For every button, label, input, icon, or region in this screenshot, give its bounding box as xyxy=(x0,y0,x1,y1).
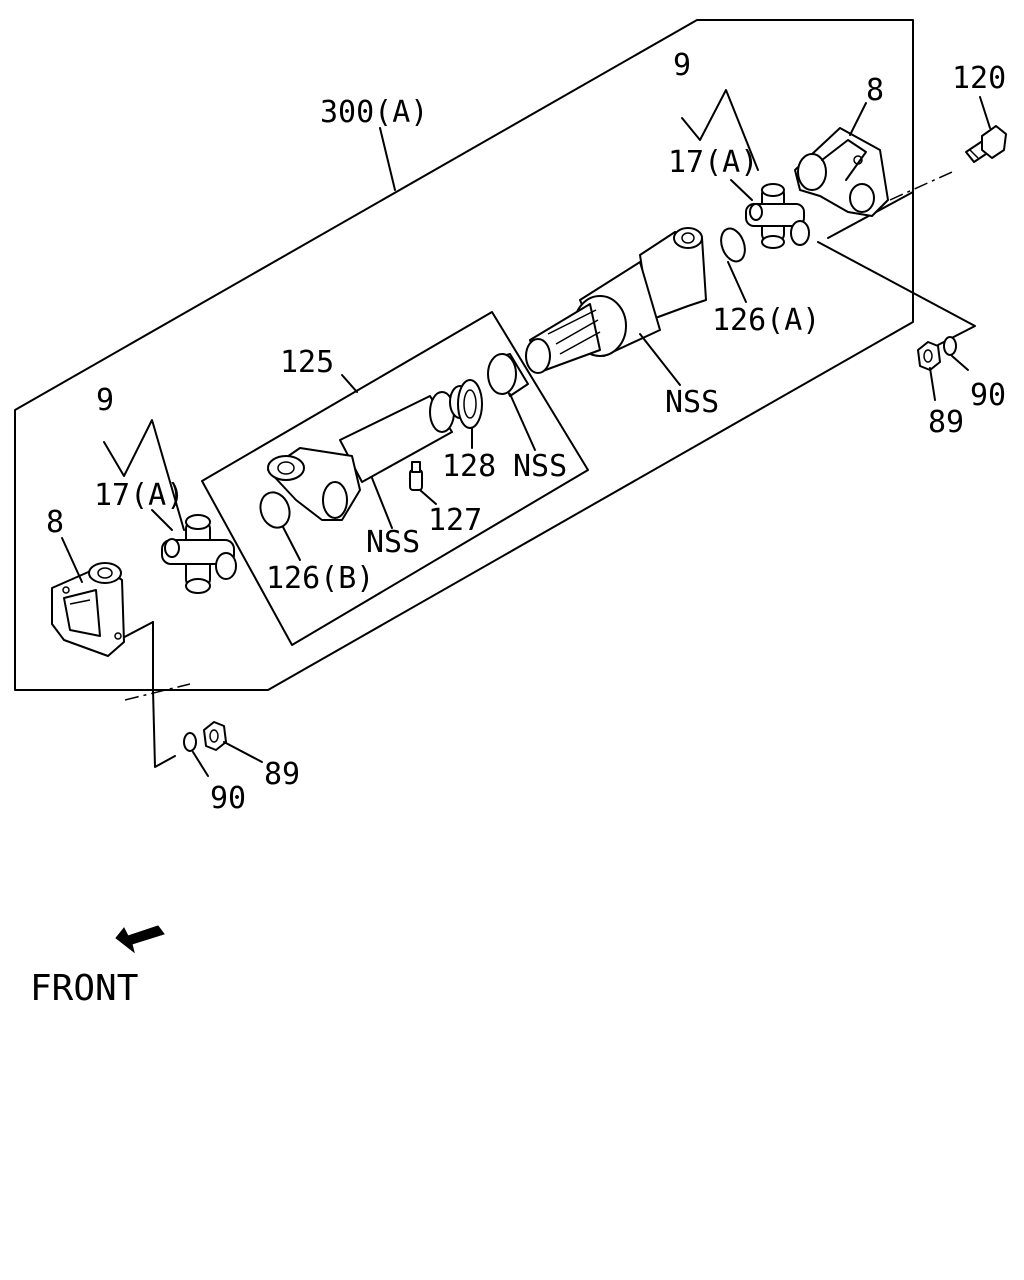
label-9-right: 9 xyxy=(673,48,691,83)
leader-90-right xyxy=(951,355,969,371)
leader-127 xyxy=(419,489,437,505)
slip-yoke-icon xyxy=(267,385,471,521)
leader-17a-right xyxy=(730,179,753,201)
label-nss-seal: NSS xyxy=(513,449,567,484)
front-arrow-icon xyxy=(115,925,165,954)
label-300a: 300(A) xyxy=(320,95,428,130)
leader-9-right xyxy=(681,89,759,171)
assembly-outline-right-lower xyxy=(817,241,976,346)
label-nss-shaft: NSS xyxy=(665,385,719,420)
label-8-right: 8 xyxy=(866,73,884,108)
assembly-outline-left-lower xyxy=(152,689,176,768)
label-nss-tube: NSS xyxy=(366,525,420,560)
label-9-left: 9 xyxy=(96,383,114,418)
label-90-left: 90 xyxy=(210,781,246,816)
leader-126b xyxy=(282,526,301,561)
leader-9-left xyxy=(103,419,185,531)
snap-ring-b-icon xyxy=(259,491,291,529)
assembly-outline-main xyxy=(14,19,914,691)
label-89-left: 89 xyxy=(264,757,300,792)
snap-ring-a-icon xyxy=(720,227,746,263)
label-17a-right: 17(A) xyxy=(668,145,758,180)
label-89-right: 89 xyxy=(928,405,964,440)
leader-120 xyxy=(979,96,991,129)
spider-right-icon xyxy=(745,183,810,249)
label-125: 125 xyxy=(280,345,334,380)
label-126b: 126(B) xyxy=(266,561,374,596)
front-label: FRONT xyxy=(30,968,138,1009)
centerline-left xyxy=(124,683,191,701)
leader-300a xyxy=(379,127,396,191)
yoke-left-icon xyxy=(51,562,125,657)
leader-90-left xyxy=(192,751,209,777)
centerline-right xyxy=(889,171,953,201)
nut-left-icon xyxy=(203,721,227,751)
leader-8-left xyxy=(61,537,83,583)
label-120: 120 xyxy=(952,61,1006,96)
leader-126a xyxy=(727,261,747,303)
shaft-right-icon xyxy=(525,227,707,374)
spider-left-icon xyxy=(161,514,237,594)
label-126a: 126(A) xyxy=(712,303,820,338)
label-8-left: 8 xyxy=(46,505,64,540)
label-90-right: 90 xyxy=(970,378,1006,413)
nut-right-icon xyxy=(917,341,941,371)
seal-sleeve-icon xyxy=(487,353,529,397)
leader-nss-shaft xyxy=(639,333,681,386)
yoke-right xyxy=(794,127,889,217)
grease-fitting-icon xyxy=(409,461,423,491)
label-128: 128 xyxy=(442,449,496,484)
washer-left-icon xyxy=(183,732,197,752)
washer-right-icon xyxy=(943,336,957,356)
leader-17a-left xyxy=(151,509,173,531)
label-17a-left: 17(A) xyxy=(94,478,184,513)
label-127: 127 xyxy=(428,503,482,538)
seal-icon xyxy=(457,379,483,429)
bolt-icon xyxy=(965,125,1007,163)
slip-yoke-box xyxy=(201,311,589,646)
leader-89-left xyxy=(223,741,263,763)
leader-125 xyxy=(341,374,358,393)
leader-nss-seal xyxy=(509,393,536,451)
leader-89-right xyxy=(929,367,936,401)
leader-nss-tube xyxy=(371,477,393,529)
leader-8-right xyxy=(849,102,867,136)
